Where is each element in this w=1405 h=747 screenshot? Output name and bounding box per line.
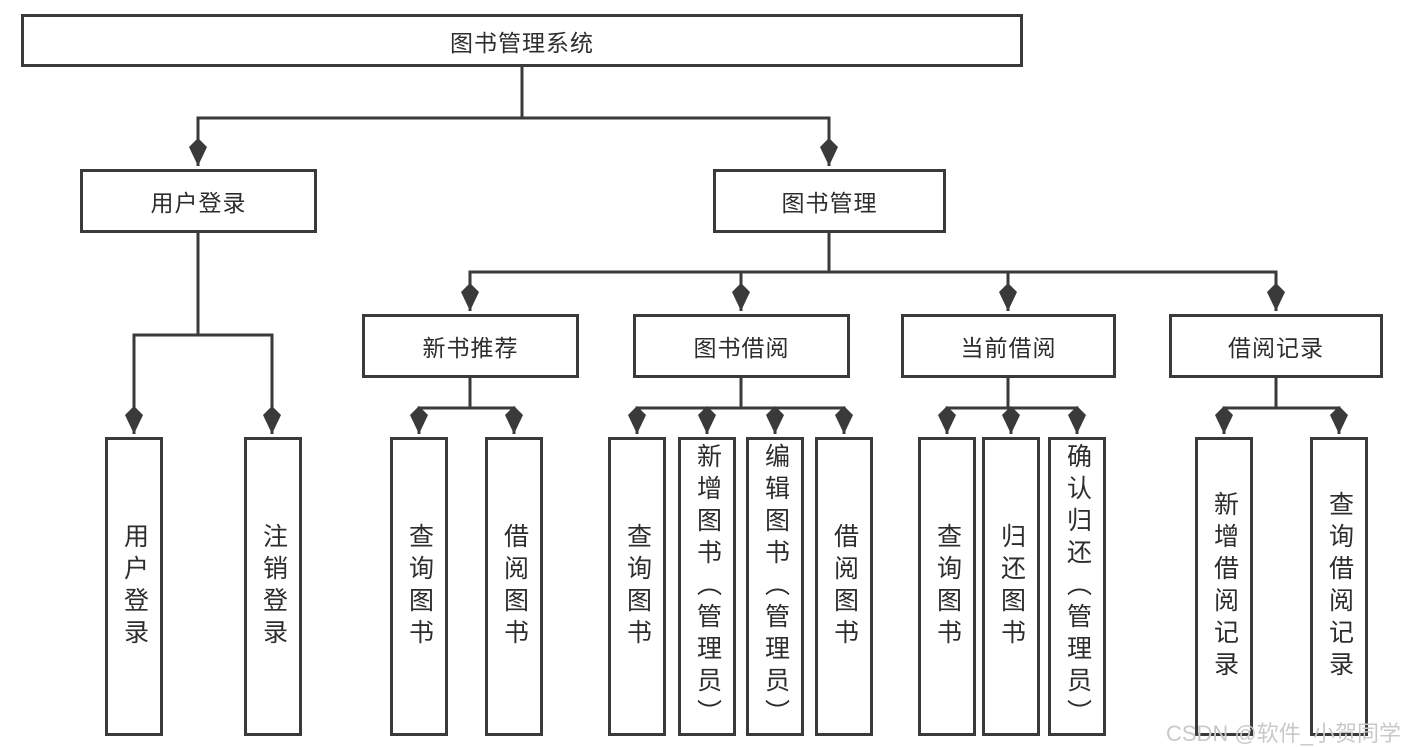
leaf-user-login: 用户登录 [105,437,163,736]
leaf-recommend-borrow-books: 借阅图书 [485,437,543,736]
leaf-borrow-books: 借阅图书 [815,437,873,736]
node-new-book-recommend: 新书推荐 [362,314,579,378]
csdn-watermark: CSDN @软件_小贺同学 [1165,721,1401,746]
leaf-recommend-query-books: 查询图书 [390,437,448,736]
node-borrow-records: 借阅记录 [1169,314,1383,378]
branch-lines [125,66,1348,434]
node-book-management: 图书管理 [713,169,946,233]
node-library-system: 图书管理系统 [21,14,1023,67]
leaf-query-borrow-record: 查询借阅记录 [1310,437,1368,736]
node-book-borrow: 图书借阅 [633,314,850,378]
node-current-borrow: 当前借阅 [901,314,1116,378]
node-user-login: 用户登录 [80,169,317,233]
leaf-return-books: 归还图书 [982,437,1040,736]
leaf-logout: 注销登录 [244,437,302,736]
leaf-add-books-admin: 新增图书（管理员） [678,437,736,736]
leaf-edit-books-admin: 编辑图书（管理员） [746,437,804,736]
leaf-add-borrow-record: 新增借阅记录 [1195,437,1253,736]
leaf-confirm-return-admin: 确认归还（管理员） [1048,437,1106,736]
leaf-current-query-books: 查询图书 [918,437,976,736]
leaf-borrow-query-books: 查询图书 [608,437,666,736]
